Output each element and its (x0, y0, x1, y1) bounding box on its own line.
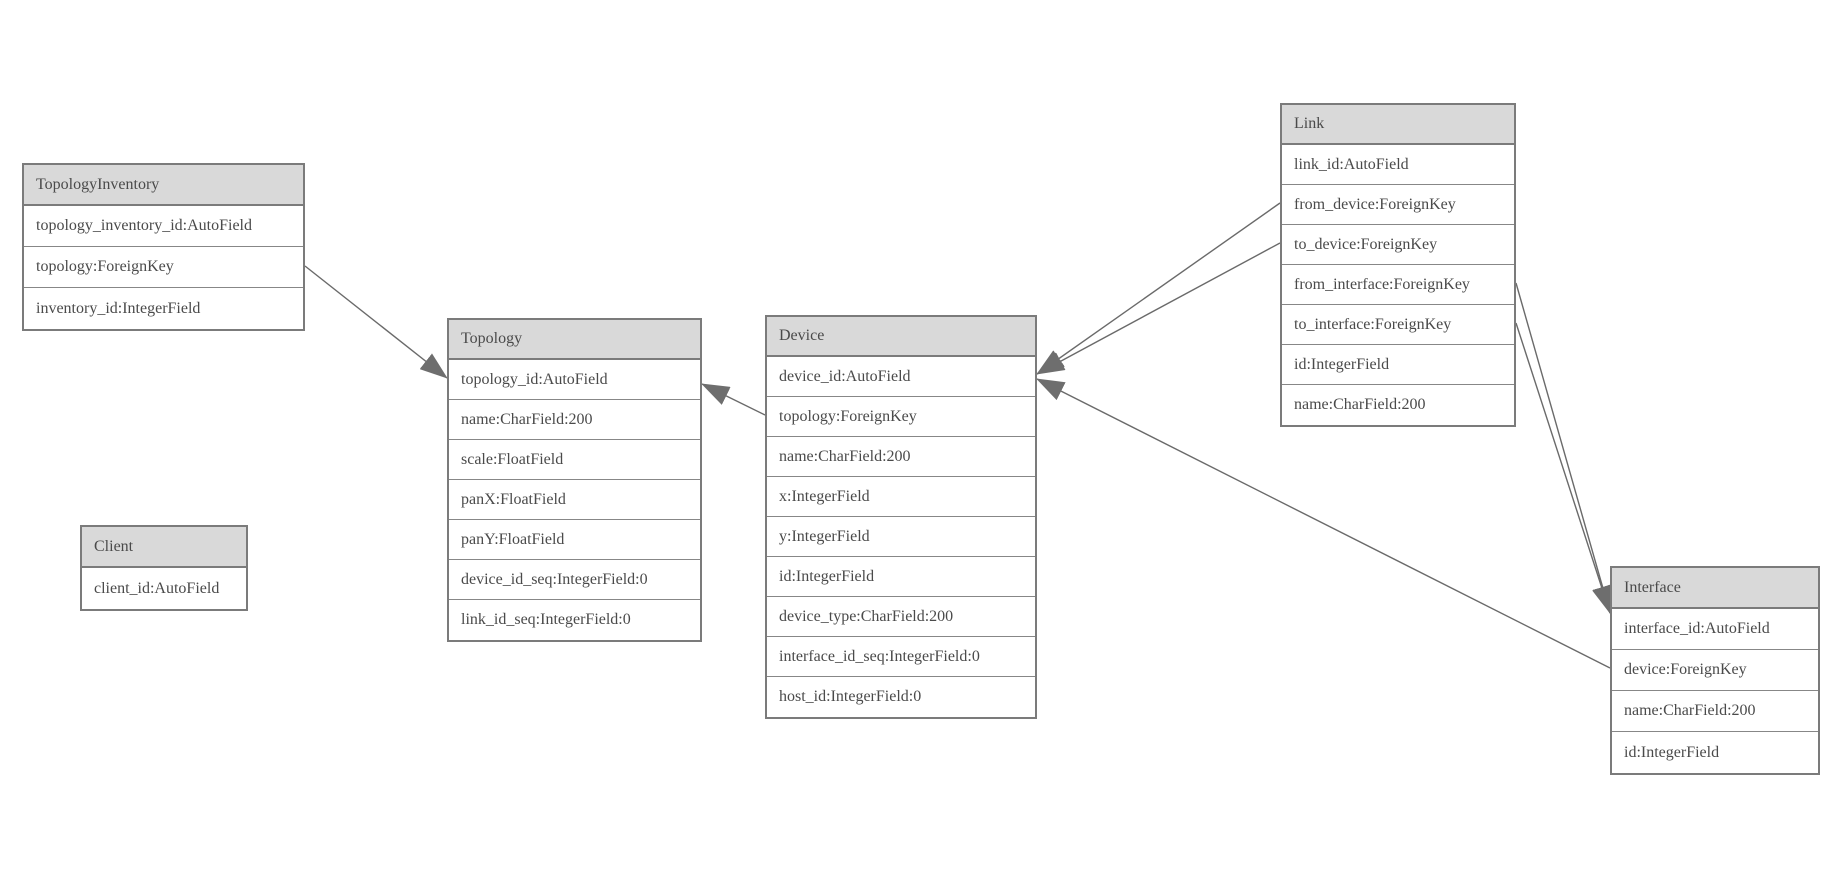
entity-field-row: id:IntegerField (1612, 732, 1818, 773)
relation-link-to-interface-to-interface (1515, 322, 1612, 614)
relation-link-to-device-to-device (1036, 242, 1281, 375)
entity-field-row: device_type:CharField:200 (767, 597, 1035, 637)
entity-field-row: to_interface:ForeignKey (1282, 305, 1514, 345)
entity-field-row: topology:ForeignKey (24, 247, 303, 288)
entity-field-row: client_id:AutoField (82, 568, 246, 609)
entity-field-row: topology_inventory_id:AutoField (24, 206, 303, 247)
entity-field-row: inventory_id:IntegerField (24, 288, 303, 329)
entity-field-row: device_id:AutoField (767, 357, 1035, 397)
entity-title-client: Client (82, 527, 246, 568)
entity-field-row: name:CharField:200 (1612, 691, 1818, 732)
entity-field-row: host_id:IntegerField:0 (767, 677, 1035, 717)
relation-topology-inventory-topology-to-topology (304, 265, 448, 379)
entity-field-row: from_interface:ForeignKey (1282, 265, 1514, 305)
entity-title-link: Link (1282, 105, 1514, 145)
entity-field-row: id:IntegerField (1282, 345, 1514, 385)
entity-field-row: name:CharField:200 (1282, 385, 1514, 425)
entity-field-row: panY:FloatField (449, 520, 700, 560)
entity-title-topology-inventory: TopologyInventory (24, 165, 303, 206)
entity-field-row: topology_id:AutoField (449, 360, 700, 400)
entity-title-topology: Topology (449, 320, 700, 360)
entity-field-row: scale:FloatField (449, 440, 700, 480)
entity-title-device: Device (767, 317, 1035, 357)
entity-field-row: link_id:AutoField (1282, 145, 1514, 185)
relation-link-from-device-to-device (1036, 202, 1281, 375)
entity-field-row: panX:FloatField (449, 480, 700, 520)
entity-field-row: interface_id:AutoField (1612, 609, 1818, 650)
entity-title-interface: Interface (1612, 568, 1818, 609)
relation-device-topology-to-topology (701, 383, 766, 416)
relation-link-from-interface-to-interface (1515, 282, 1613, 614)
entity-field-row: name:CharField:200 (449, 400, 700, 440)
entity-field-row: link_id_seq:IntegerField:0 (449, 600, 700, 640)
entity-field-row: topology:ForeignKey (767, 397, 1035, 437)
entity-field-row: from_device:ForeignKey (1282, 185, 1514, 225)
entity-field-row: name:CharField:200 (767, 437, 1035, 477)
entity-field-row: device_id_seq:IntegerField:0 (449, 560, 700, 600)
entity-field-row: interface_id_seq:IntegerField:0 (767, 637, 1035, 677)
entity-field-row: x:IntegerField (767, 477, 1035, 517)
entity-field-row: to_device:ForeignKey (1282, 225, 1514, 265)
entity-field-row: device:ForeignKey (1612, 650, 1818, 691)
entity-field-row: y:IntegerField (767, 517, 1035, 557)
entity-field-row: id:IntegerField (767, 557, 1035, 597)
